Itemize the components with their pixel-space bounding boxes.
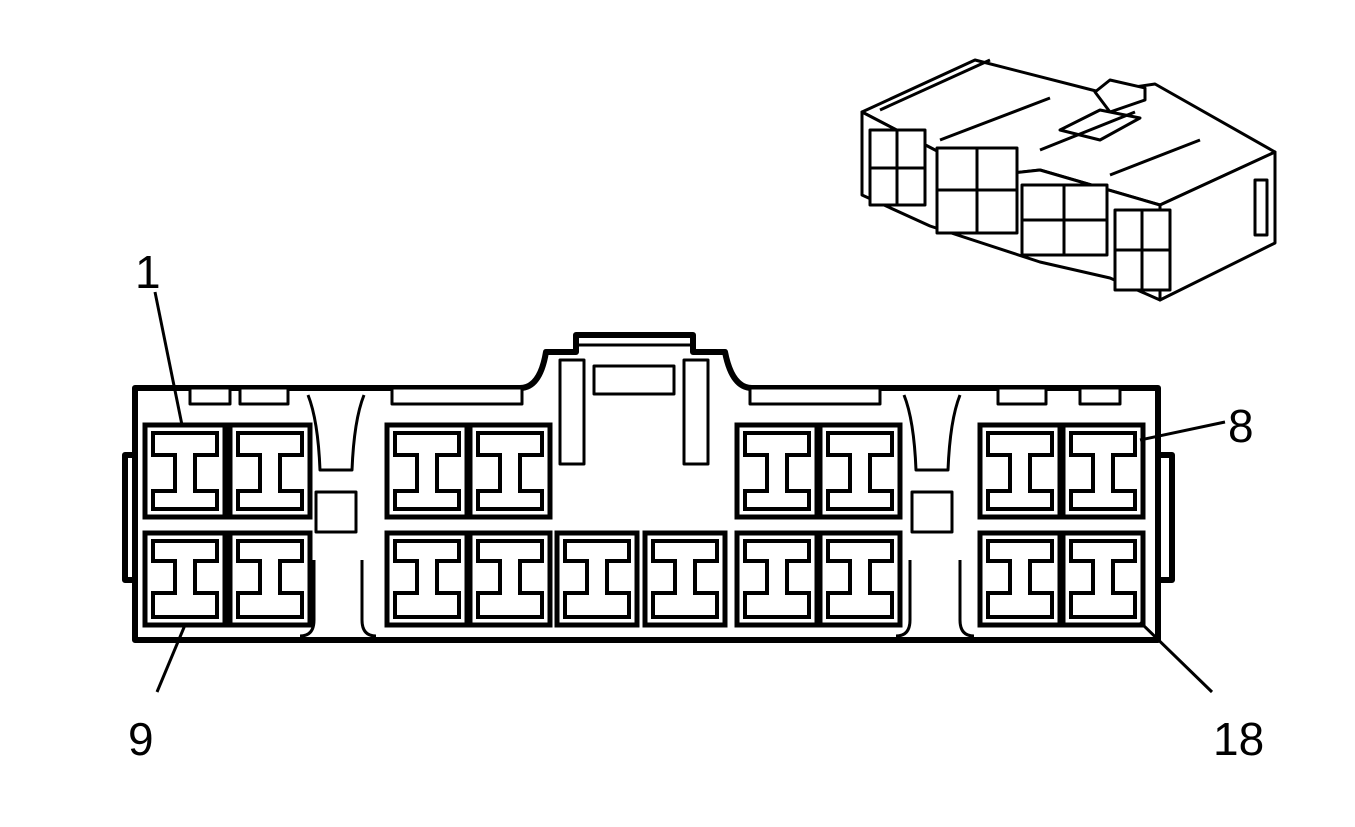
terminal-cavity [554, 530, 640, 628]
terminal-cavity [977, 422, 1063, 520]
pin-label-8: 8 [1228, 400, 1254, 452]
terminal-cavity [734, 530, 820, 628]
terminal-cavity [977, 530, 1063, 628]
terminal-cavity [142, 422, 228, 520]
latch-release-button [592, 364, 676, 396]
terminal-cavity [467, 422, 553, 520]
divider-well-left [314, 490, 358, 534]
pin-label-1: 1 [135, 246, 161, 298]
leader-line-pin-1 [153, 291, 184, 426]
leader-line-pin-9 [155, 624, 187, 693]
terminal-cavity [227, 530, 313, 628]
cavity-row-top [142, 422, 1146, 520]
cavity-row-bottom [142, 530, 1146, 628]
terminal-cavity [817, 422, 903, 520]
pin-label-18: 18 [1213, 713, 1264, 765]
terminal-cavity [817, 530, 903, 628]
terminal-cavity [1060, 422, 1146, 520]
terminal-cavity [642, 530, 728, 628]
pin-label-9: 9 [128, 713, 154, 765]
terminal-cavity [384, 530, 470, 628]
terminal-cavity [467, 530, 553, 628]
latch-arm-right [682, 358, 710, 466]
divider-well-right [910, 490, 954, 534]
connector-isometric-view [860, 58, 1277, 302]
leader-line-pin-18 [1138, 620, 1214, 694]
terminal-cavity [142, 530, 228, 628]
latch-arm-left [558, 358, 586, 466]
leader-line-pin-8 [1139, 420, 1226, 442]
terminal-cavity [734, 422, 820, 520]
terminal-cavity [227, 422, 313, 520]
terminal-cavity [1060, 530, 1146, 628]
connector-face-view [122, 332, 1175, 643]
terminal-cavity [384, 422, 470, 520]
